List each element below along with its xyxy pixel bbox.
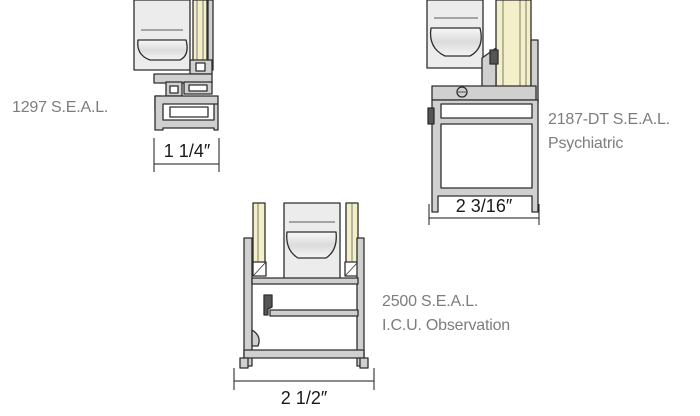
- product-label-2500: 2500 S.E.A.L. I.C.U. Observation: [382, 292, 510, 336]
- dimension-line-1297: [153, 138, 220, 172]
- gasket: [263, 294, 273, 316]
- blind-slat: [429, 27, 482, 57]
- profile-2500: [239, 202, 369, 369]
- dimension-line-2187-dt: [428, 204, 540, 225]
- profile-1297: [133, 0, 219, 131]
- profile-2187-dt: [426, 0, 539, 213]
- product-subtitle: I.C.U. Observation: [382, 317, 511, 334]
- blind-slat: [137, 39, 188, 61]
- gasket: [489, 49, 499, 65]
- product-label-2187-dt: 2187-DT S.E.A.L. Psychiatric: [548, 110, 670, 154]
- side-gasket: [427, 107, 435, 125]
- dimension-label-2187-dt: 2 3/16″: [455, 196, 513, 216]
- product-label-1297: 1297 S.E.A.L.: [12, 98, 108, 118]
- product-name: 1297 S.E.A.L.: [12, 99, 109, 116]
- dimension-line-2500: [233, 368, 375, 390]
- product-subtitle: Psychiatric: [548, 135, 624, 152]
- dimension-label-2500: 2 1/2″: [280, 388, 328, 408]
- frame-body: [154, 95, 219, 131]
- dimension-label-1297: 1 1/4″: [163, 141, 211, 161]
- product-name: 2187-DT S.E.A.L.: [548, 111, 670, 128]
- product-name: 2500 S.E.A.L.: [382, 293, 479, 310]
- blind-slat: [286, 231, 337, 259]
- glass-pane: [495, 0, 532, 101]
